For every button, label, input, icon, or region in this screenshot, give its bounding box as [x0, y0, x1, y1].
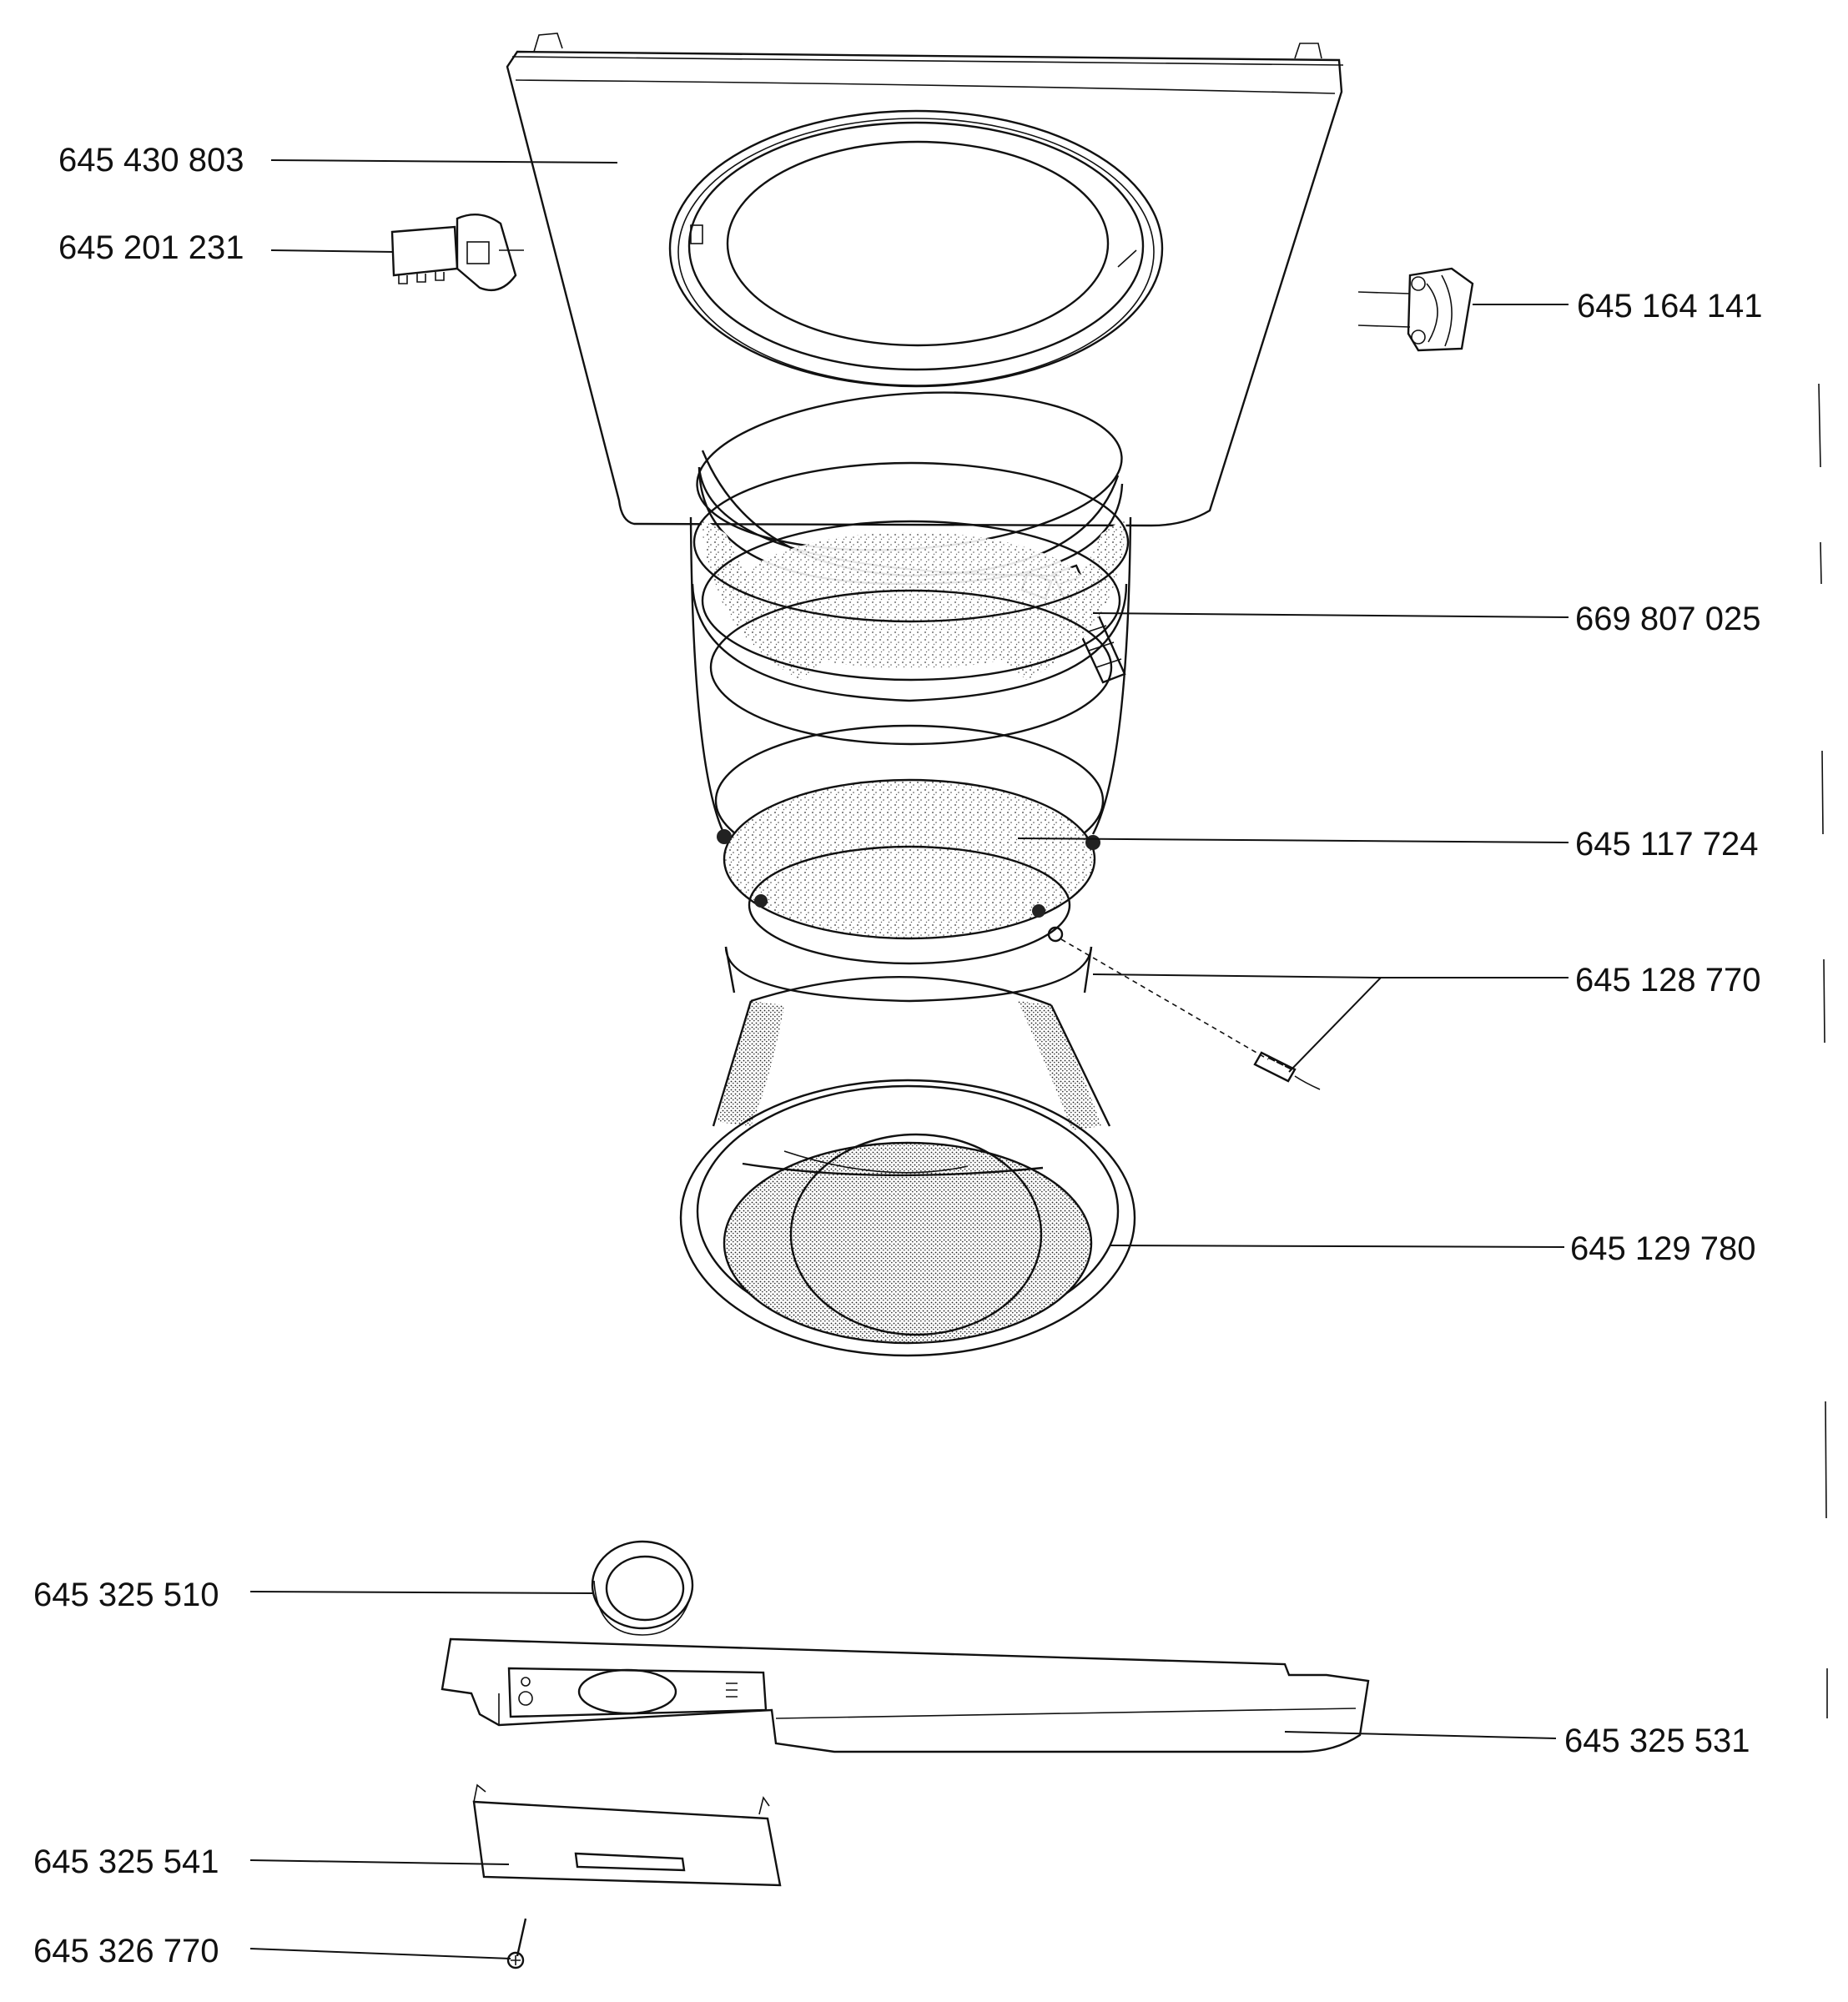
- label-clamp-ring: 669 807 025: [1575, 601, 1760, 637]
- label-control-panel: 645 325 531: [1564, 1723, 1750, 1759]
- hinge: [1357, 267, 1474, 352]
- leader-clamp-ring: [1092, 612, 1569, 618]
- label-screw: 645 326 770: [33, 1933, 219, 1969]
- label-spring: 645 128 770: [1575, 962, 1760, 998]
- leader-spring: [1092, 973, 1569, 978]
- control-panel: [441, 1637, 1370, 1753]
- label-front-panel: 645 430 803: [58, 142, 244, 179]
- knob: [591, 1540, 694, 1636]
- leader-door-lock: [270, 249, 395, 253]
- leader-knob: [249, 1591, 595, 1594]
- dispenser-drawer: [472, 1783, 782, 1887]
- part-labels: 645 430 803 645 201 231 645 164 141 669 …: [33, 142, 1762, 1969]
- label-dispenser-drawer: 645 325 541: [33, 1844, 219, 1880]
- leader-door-seal: [1017, 838, 1569, 843]
- leader-dispenser-drawer: [249, 1859, 510, 1865]
- leader-screw: [249, 1948, 511, 1959]
- leader-spring-branch: [1288, 977, 1382, 1073]
- label-door-lock: 645 201 231: [58, 229, 244, 266]
- leader-seal-inner: [1109, 1245, 1565, 1248]
- label-seal-inner: 645 129 780: [1570, 1230, 1755, 1267]
- front-panel: [506, 33, 1344, 527]
- screw: [506, 1918, 527, 1969]
- door-seal: [689, 461, 1132, 965]
- scan-edge-marks: [1818, 383, 1828, 1718]
- leader-front-panel: [270, 159, 618, 163]
- label-hinge: 645 164 141: [1577, 288, 1762, 324]
- label-knob: 645 325 510: [33, 1577, 219, 1613]
- door-lock: [390, 214, 524, 292]
- seal-inner: [679, 946, 1136, 1357]
- label-door-seal: 645 117 724: [1575, 826, 1758, 863]
- leader-control-panel: [1284, 1731, 1557, 1739]
- leader-lines: [249, 159, 1569, 1959]
- spring: [1047, 926, 1321, 1090]
